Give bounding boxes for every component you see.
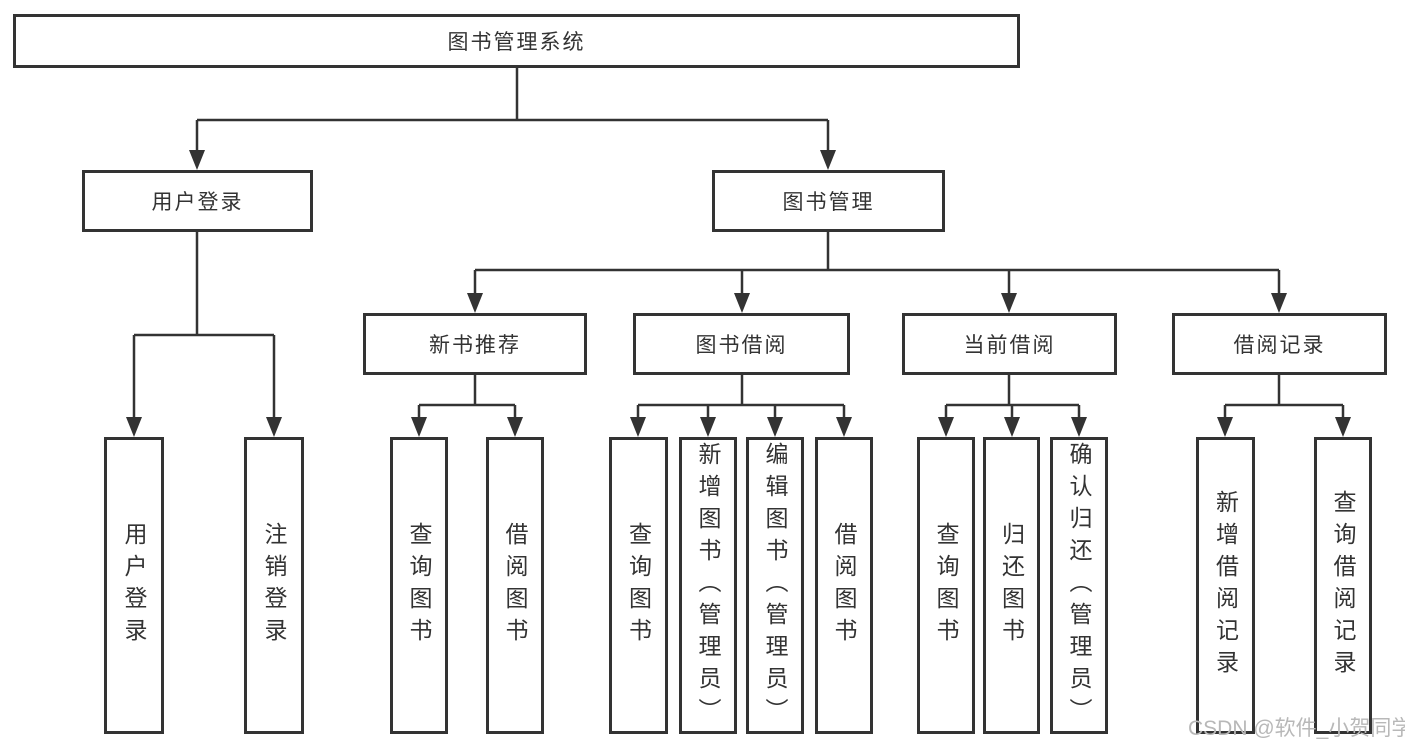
leaf-query-books: 查询图书 [390, 437, 448, 734]
node-book-management: 图书管理 [712, 170, 945, 232]
leaf-add-books-admin: 新增图书（管理员） [679, 437, 737, 734]
leaf-query-borrow-record: 查询借阅记录 [1314, 437, 1372, 734]
leaf-user-login: 用户登录 [104, 437, 164, 734]
node-user-login: 用户登录 [82, 170, 313, 232]
leaf-add-borrow-record: 新增借阅记录 [1196, 437, 1255, 734]
leaf-confirm-return-admin: 确认归还（管理员） [1050, 437, 1108, 734]
node-new-book-recommend: 新书推荐 [363, 313, 587, 375]
node-library-management-system: 图书管理系统 [13, 14, 1020, 68]
leaf-borrow-books-2: 借阅图书 [815, 437, 873, 734]
leaf-logout-login: 注销登录 [244, 437, 304, 734]
node-book-borrow: 图书借阅 [633, 313, 850, 375]
leaf-return-books: 归还图书 [983, 437, 1040, 734]
leaf-query-books-3: 查询图书 [917, 437, 975, 734]
leaf-borrow-books: 借阅图书 [486, 437, 544, 734]
leaf-edit-books-admin: 编辑图书（管理员） [746, 437, 804, 734]
arrowheads [126, 150, 1351, 437]
node-current-borrow: 当前借阅 [902, 313, 1117, 375]
leaf-query-books-2: 查询图书 [609, 437, 668, 734]
node-borrow-records: 借阅记录 [1172, 313, 1387, 375]
csdn-watermark: CSDN @软件_小贺同学 [1188, 717, 1405, 740]
